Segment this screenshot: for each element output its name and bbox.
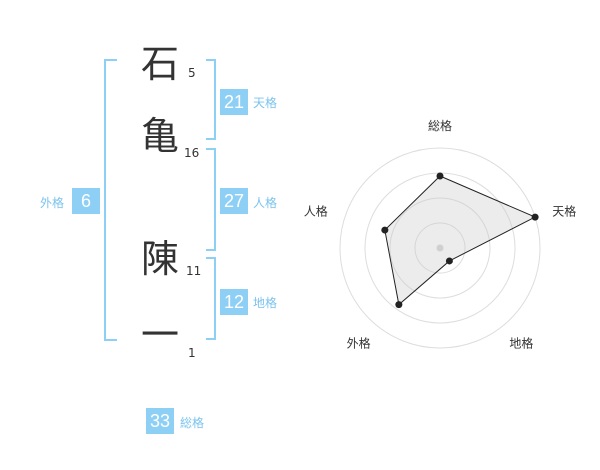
radar-ring-3 [364,172,516,324]
jinkaku-bracket [206,148,216,251]
radar-axis-label-4: 外格 [347,335,371,350]
radar-ring-4 [339,147,541,349]
radar-center [436,244,444,252]
jinkaku-value: 27 [220,188,248,214]
chikaku-value: 12 [220,289,248,315]
soukaku-label: 総格 [180,416,205,430]
radar-point-2 [531,213,539,221]
radar-area [384,175,537,306]
radar-ring-1 [414,222,466,274]
radar-point-5 [381,226,389,234]
name-char-4: 一 [141,313,180,357]
soukaku-value: 33 [146,408,174,434]
name-char-3: 陳 [141,237,180,281]
stroke-count-3: 11 [186,264,202,278]
jinkaku-label: 人格 [253,196,278,210]
radar-axis-label-2: 天格 [552,204,576,219]
radar-point-4 [395,301,403,309]
name-char-1: 石 [141,42,180,86]
radar-point-1 [436,172,444,180]
gaikaku-value: 6 [72,188,100,214]
radar-ring-2 [389,197,491,299]
radar-point-3 [445,257,453,265]
tenkaku-bracket [206,59,216,140]
radar-axis-label-5: 人格 [304,204,328,219]
tenkaku-label: 天格 [253,96,278,110]
chikaku-bracket [206,257,216,340]
tenkaku-value: 21 [220,89,248,115]
stroke-count-1: 5 [188,66,196,80]
chikaku-label: 地格 [253,296,278,310]
radar-axis-label-1: 総格 [428,118,452,133]
stroke-count-2: 16 [184,146,200,160]
stroke-count-4: 1 [188,346,196,360]
name-char-2: 亀 [141,114,180,158]
radar-axis-label-3: 地格 [509,335,533,350]
gaikaku-bracket [104,59,117,341]
gaikaku-label: 外格 [40,196,65,210]
